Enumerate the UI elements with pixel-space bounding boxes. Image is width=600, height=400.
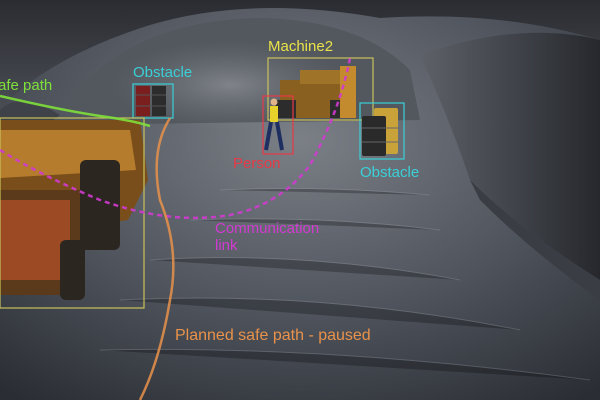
floor-texture (99, 187, 591, 381)
obstacle2-box (359, 102, 405, 160)
obstacle1-barrels (136, 86, 166, 116)
obstacle2-barrels (362, 108, 398, 156)
person-figure (264, 98, 284, 151)
person-box (262, 95, 294, 155)
right-wall-base (470, 180, 600, 300)
machine1-vehicle (0, 120, 148, 300)
machine2-box (267, 57, 374, 121)
machine2-vehicle (276, 66, 356, 118)
tunnel-roof (0, 0, 600, 110)
obstacle1-label: Obstacle (133, 64, 193, 81)
communication-link-label: Communication link (215, 220, 320, 254)
person-label: Person (233, 155, 281, 172)
obstacle1-box (132, 83, 174, 119)
obstacle2-label: Obstacle (360, 164, 420, 181)
machine2-label: Machine2 (268, 38, 334, 55)
planned-safe-path-line (138, 117, 175, 400)
safe-path-line (0, 94, 151, 128)
planned-safe-path-label: Planned safe path - paused (175, 327, 371, 344)
tunnel-right-wall (420, 32, 600, 281)
safe-path-label: afe path (0, 77, 53, 94)
communication-link-line (0, 57, 352, 220)
